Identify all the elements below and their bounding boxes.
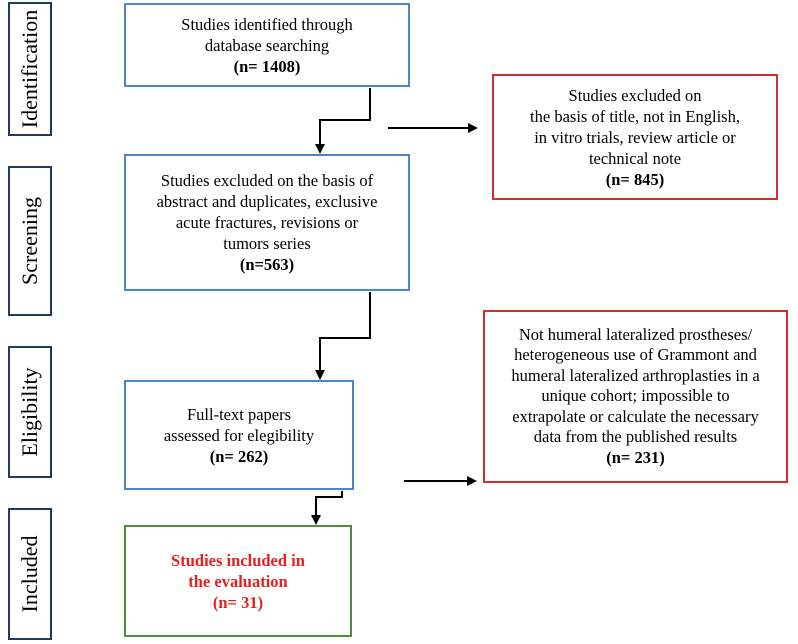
box-excluded-fulltext-count: (n= 231) <box>606 447 665 467</box>
arrow-fulltext-to-included <box>311 491 343 525</box>
box-fulltext: Full-text papers assessed for elegibilit… <box>124 380 354 490</box>
box-excluded-fulltext-line-3: humeral lateralized arthroplasties in a <box>511 365 760 385</box>
box-excluded-title-count: (n= 845) <box>605 169 665 189</box>
stage-screening: Screening <box>8 166 52 316</box>
stage-included: Included <box>8 508 52 640</box>
stage-eligibility: Eligibility <box>8 346 52 478</box>
box-excluded-fulltext-line-2: heterogeneous use of Grammont and <box>514 345 757 365</box>
box-fulltext-line-2: assessed for elegibility <box>163 425 315 445</box>
arrow-screening-to-fulltext <box>315 292 371 380</box>
box-included-line-2: the evaluation <box>188 571 288 591</box>
stage-identification: Identification <box>8 2 52 136</box>
arrow-identified-to-screening <box>315 88 371 154</box>
box-identified: Studies identified through database sear… <box>124 3 410 87</box>
box-identified-line-1: Studies identified through <box>181 14 353 34</box>
box-excluded-fulltext-line-6: data from the published results <box>533 427 738 447</box>
box-excluded-abstract-line-1: Studies excluded on the basis of <box>160 171 374 190</box>
box-included: Studies included in the evaluation (n= 3… <box>124 525 352 637</box>
box-excluded-fulltext: Not humeral lateralized prostheses/ hete… <box>483 310 788 483</box>
box-excluded-fulltext-line-1: Not humeral lateralized prostheses/ <box>518 324 753 344</box>
box-fulltext-count: (n= 262) <box>209 446 269 466</box>
box-excluded-abstract-line-2: abstract and duplicates, exclusive <box>156 192 378 211</box>
box-identified-line-2: database searching <box>204 35 330 55</box>
box-excluded-fulltext-line-5: extrapolate or calculate the necessary <box>512 406 759 426</box>
box-fulltext-line-1: Full-text papers <box>186 404 292 424</box>
box-included-count: (n= 31) <box>212 592 264 612</box>
box-excluded-abstract-line-3: acute fractures, revisions or <box>175 213 359 232</box>
box-excluded-title-line-4: technical note <box>588 148 682 168</box>
box-excluded-fulltext-line-4: unique cohort; impossible to <box>541 386 730 406</box>
box-identified-count: (n= 1408) <box>233 56 301 76</box>
box-excluded-abstract: Studies excluded on the basis of abstrac… <box>124 154 410 291</box>
box-excluded-title: Studies excluded on the basis of title, … <box>492 74 778 200</box>
box-included-line-1: Studies included in <box>171 550 305 570</box>
box-excluded-title-line-2: the basis of title, not in English, <box>530 106 740 126</box>
box-excluded-title-line-1: Studies excluded on <box>568 85 702 105</box>
box-excluded-abstract-count: (n=563) <box>239 255 295 274</box>
box-excluded-title-line-3: in vitro trials, review article or <box>534 127 736 147</box>
box-excluded-abstract-line-4: tumors series <box>223 234 311 253</box>
